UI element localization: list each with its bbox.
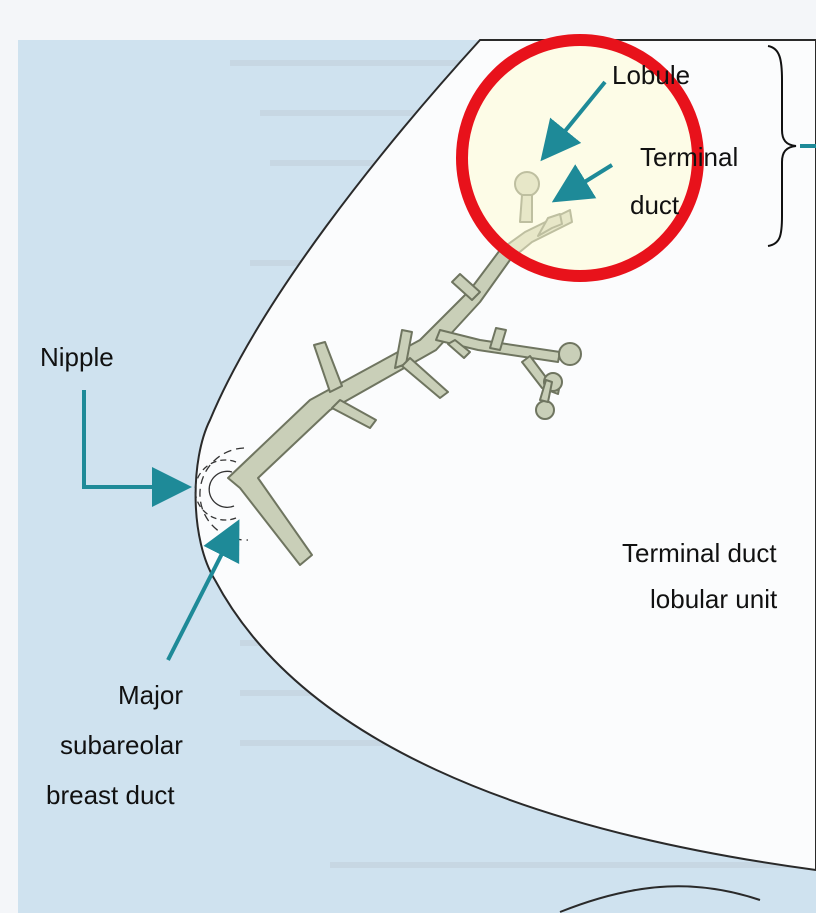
nipple-label: Nipple — [40, 342, 114, 372]
terminal-duct-label-line2: duct — [630, 190, 680, 220]
lobule-label: Lobule — [612, 60, 690, 90]
lobule-bud — [559, 343, 581, 365]
major-duct-label-line3: breast duct — [46, 780, 175, 810]
tdlu-label-line2: lobular unit — [650, 584, 778, 614]
lobule-bud — [536, 401, 554, 419]
major-duct-label-line2: subareolar — [60, 730, 183, 760]
tdlu-label-line1: Terminal duct — [622, 538, 777, 568]
major-duct-label-line1: Major — [118, 680, 183, 710]
terminal-duct-label-line1: Terminal — [640, 142, 738, 172]
